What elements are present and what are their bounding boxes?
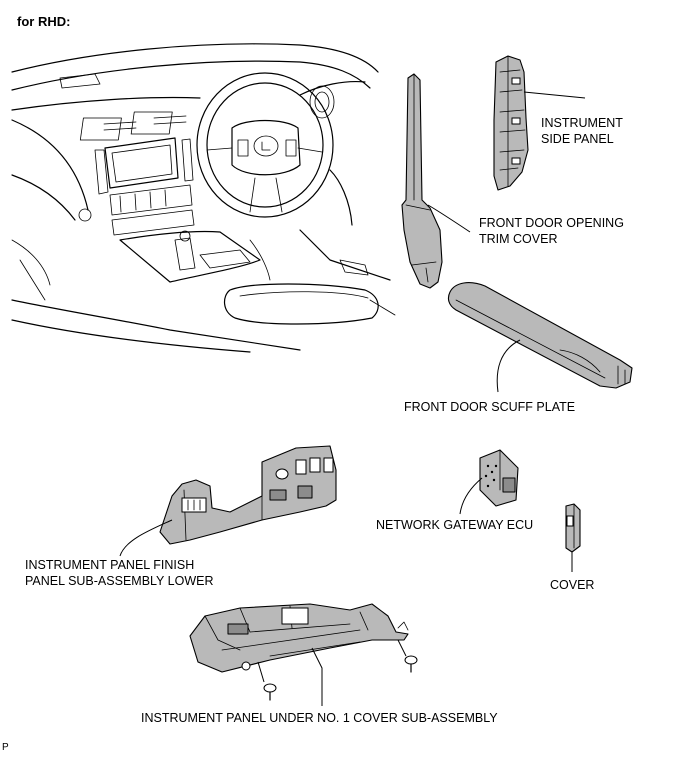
cockpit-overview-illustration [11,43,396,353]
label-instrument-panel-finish-panel: INSTRUMENT PANEL FINISH PANEL SUB-ASSEMB… [25,557,213,589]
cover-part [565,503,581,572]
label-network-gateway-ecu: NETWORK GATEWAY ECU [376,518,534,532]
screw-left-icon [263,683,277,701]
corner-mark: P [2,742,9,753]
front-door-scuff-plate-part [447,282,633,393]
network-gateway-ecu-part [459,449,519,515]
label-line: INSTRUMENT PANEL FINISH [25,558,195,572]
label-instrument-panel-under-cover: INSTRUMENT PANEL UNDER NO. 1 COVER SUB-A… [141,711,498,725]
front-door-opening-trim-cover-part [401,73,471,289]
instrument-panel-finish-panel-lower-part [119,445,337,557]
label-front-door-scuff-plate: FRONT DOOR SCUFF PLATE [404,400,576,414]
screw-right-icon [404,655,418,673]
label-instrument-side-panel: INSTRUMENT SIDE PANEL [541,115,623,147]
label-line: FRONT DOOR OPENING [479,216,624,230]
instrument-side-panel-part [493,55,586,191]
label-line: PANEL SUB-ASSEMBLY LOWER [25,574,214,588]
label-line: SIDE PANEL [541,132,614,146]
label-line: TRIM COVER [479,232,558,246]
label-cover: COVER [550,578,595,592]
label-line: INSTRUMENT [541,116,623,130]
instrument-panel-under-cover-part [189,603,418,706]
variant-heading: for RHD: [17,14,71,29]
label-front-door-opening-trim-cover: FRONT DOOR OPENING TRIM COVER [479,215,624,247]
